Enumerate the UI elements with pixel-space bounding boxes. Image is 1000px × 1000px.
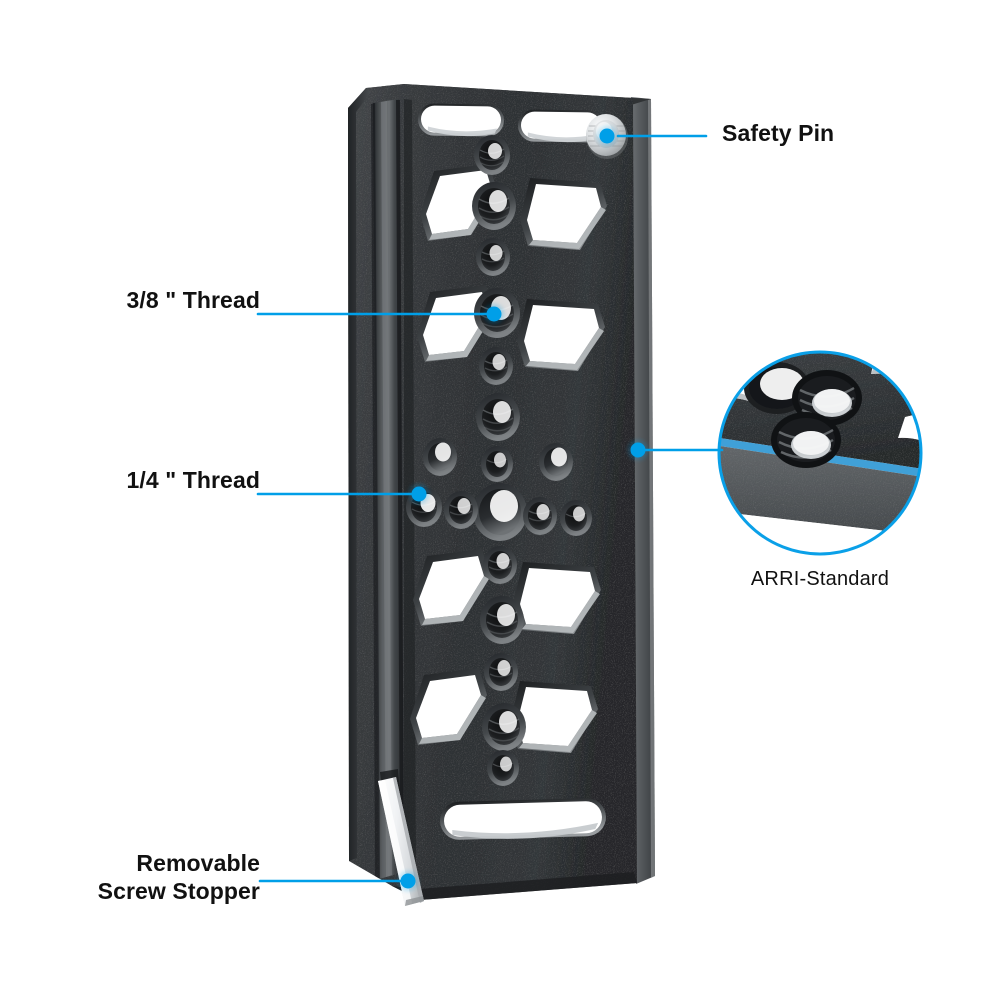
mag-thread-hole-2 — [771, 412, 841, 468]
plate-hex-cutouts — [410, 164, 607, 753]
plate-center-thread-column — [472, 135, 527, 786]
plate-top-slots — [418, 103, 604, 143]
plate-left-rail — [371, 99, 416, 879]
plate-bottom-slot — [440, 798, 606, 840]
leader-dot-arri-standard — [630, 442, 646, 458]
label-arri-standard: ARRI-Standard — [750, 568, 890, 590]
label-removable-screw-stopper: Removable Screw Stopper — [97, 850, 260, 904]
leader-dot-safety-pin — [599, 128, 615, 144]
leader-dot-three-eighths-thread — [486, 306, 502, 322]
magnifier-ring — [717, 350, 923, 556]
plate-mid-hole-row — [406, 438, 592, 536]
plate-left-chamfer — [348, 88, 371, 861]
label-safety-pin: Safety Pin — [722, 120, 835, 146]
center-large-hole — [473, 483, 527, 541]
plate-bottom-edge — [392, 872, 637, 900]
label-quarter-inch-thread: 1/4 " Thread — [126, 467, 260, 493]
label-three-eighths-thread: 3/8 " Thread — [126, 287, 260, 313]
leader-dot-removable-screw-stopper — [400, 873, 416, 889]
cheese-plate-group — [348, 84, 655, 906]
arri-standard-magnifier — [717, 350, 923, 556]
callout-leaders — [256, 126, 724, 891]
leader-dot-quarter-inch-thread — [411, 486, 427, 502]
mag-thread-hole-1 — [792, 370, 862, 426]
plate-right-highlight — [648, 99, 655, 878]
